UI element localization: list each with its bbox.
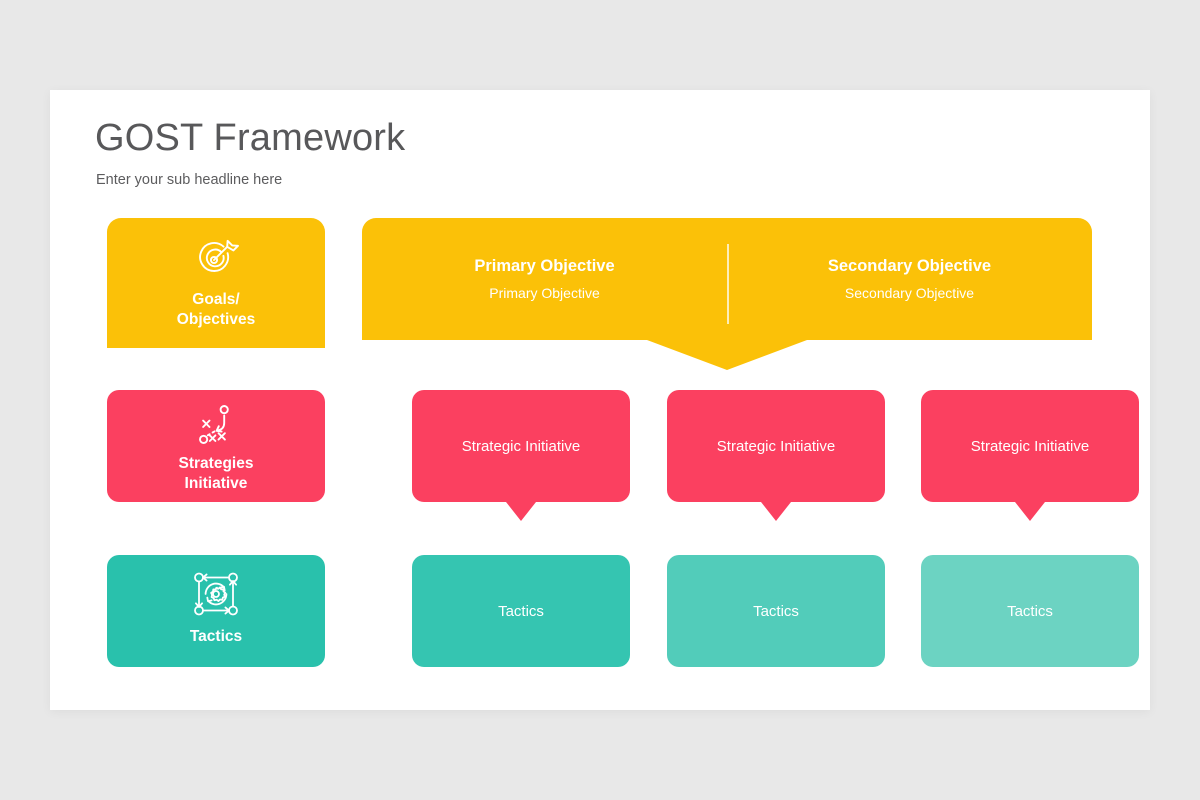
gear-process-icon [192,571,240,617]
tactics-label-2: Tactics [753,602,799,620]
tactics-box-1[interactable]: Tactics [412,555,630,667]
secondary-objective-heading: Secondary Objective [827,257,992,275]
objectives-banner[interactable]: Primary Objective Primary Objective Seco… [362,218,1092,370]
strategic-initiative-label-1: Strategic Initiative [461,437,581,455]
goals-objectives-card[interactable]: Goals/ Objectives [107,218,325,348]
strategic-initiative-bubble-3[interactable]: Strategic Initiative [921,390,1139,521]
strategic-initiative-bubble-2[interactable]: Strategic Initiative [667,390,885,521]
goals-title-line-2: Objectives [176,310,256,328]
primary-objective-heading: Primary Objective [474,257,615,275]
bubble-shape [921,390,1139,521]
bubble-shape [412,390,630,521]
tactics-label-3: Tactics [1007,602,1053,620]
strategic-initiative-label-2: Strategic Initiative [716,437,836,455]
goals-objectives-title: Goals/ Objectives [177,290,255,330]
strategic-initiative-bubble-1[interactable]: Strategic Initiative [412,390,630,521]
tactics-box-3[interactable]: Tactics [921,555,1139,667]
strategies-title-line-2: Initiative [184,474,248,492]
page-title: GOST Framework [95,117,406,159]
tactics-label-1: Tactics [498,602,544,620]
strategic-initiative-label-3: Strategic Initiative [970,437,1090,455]
strategies-initiative-card[interactable]: Strategies Initiative [107,390,325,502]
objectives-banner-columns: Primary Objective Primary Objective Seco… [362,218,1092,340]
target-arrow-icon [193,236,239,280]
strategies-initiative-title: Strategies Initiative [179,454,254,494]
primary-objective-sub: Primary Objective [489,285,600,301]
tactics-title: Tactics [189,628,243,645]
objectives-divider [727,244,729,324]
goals-title-line-1: Goals/ [192,291,240,308]
strategies-title-line-1: Strategies [178,455,254,472]
secondary-objective-sub: Secondary Objective [844,285,975,301]
primary-objective-column[interactable]: Primary Objective Primary Objective [362,218,727,340]
page-subtitle: Enter your sub headline here [96,172,283,188]
secondary-objective-column[interactable]: Secondary Objective Secondary Objective [727,218,1092,340]
bubble-shape [667,390,885,521]
strategy-playbook-icon [194,404,238,446]
tactics-card[interactable]: Tactics [107,555,325,667]
tactics-box-2[interactable]: Tactics [667,555,885,667]
slide-canvas: GOST Framework Enter your sub headline h… [50,90,1150,710]
